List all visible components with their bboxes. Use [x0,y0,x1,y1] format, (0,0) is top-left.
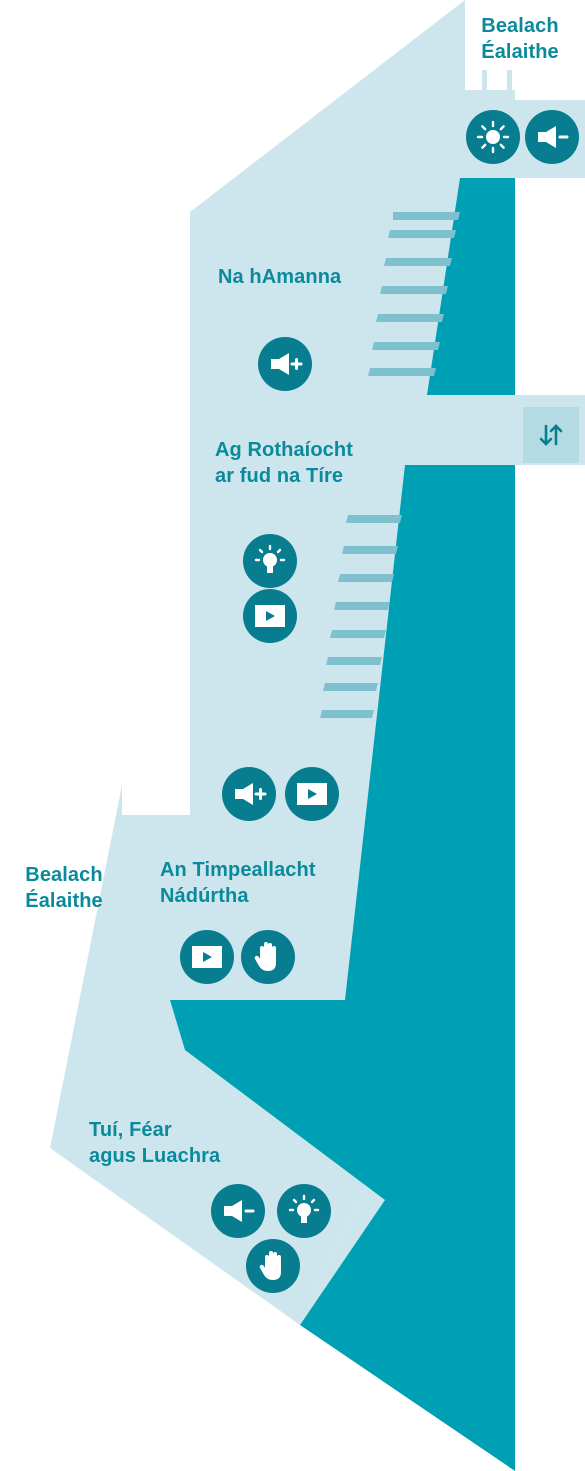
volume-down-icon[interactable] [525,110,579,164]
section-title-timpeallacht: An Timpeallacht Nádúrtha [160,859,316,907]
brightness-icon[interactable] [466,110,520,164]
section-title-tui-fear: Tuí, Féar agus Luachra [89,1119,221,1167]
volume-up-icon[interactable] [258,337,312,391]
middle-stairs [320,515,402,718]
section-title-na-hamanna: Na hAmanna [218,266,342,288]
left-entrance-label: Bealach Éalaithe [25,864,103,912]
lightbulb-icon[interactable] [243,534,297,588]
sort-arrows-icon [539,424,563,446]
top-entrance-label: Bealach Éalaithe [481,15,559,63]
video-icon[interactable] [180,930,234,984]
section-title-rothaiocht: Ag Rothaíocht ar fud na Tíre [215,439,353,487]
video-icon[interactable] [243,589,297,643]
volume-up-icon[interactable] [222,767,276,821]
dark-band [170,178,515,1471]
left-entrance-door-bottom [100,927,124,932]
sort-arrows-button[interactable] [523,407,579,463]
volume-down-icon[interactable] [211,1184,265,1238]
hand-icon[interactable] [246,1239,300,1293]
lightbulb-icon[interactable] [277,1184,331,1238]
top-entrance-door-left [482,70,487,94]
left-entrance-door-top [100,902,124,907]
video-icon[interactable] [285,767,339,821]
upper-stairs [368,212,460,376]
hand-icon[interactable] [241,930,295,984]
top-entrance-door-right [507,70,512,94]
